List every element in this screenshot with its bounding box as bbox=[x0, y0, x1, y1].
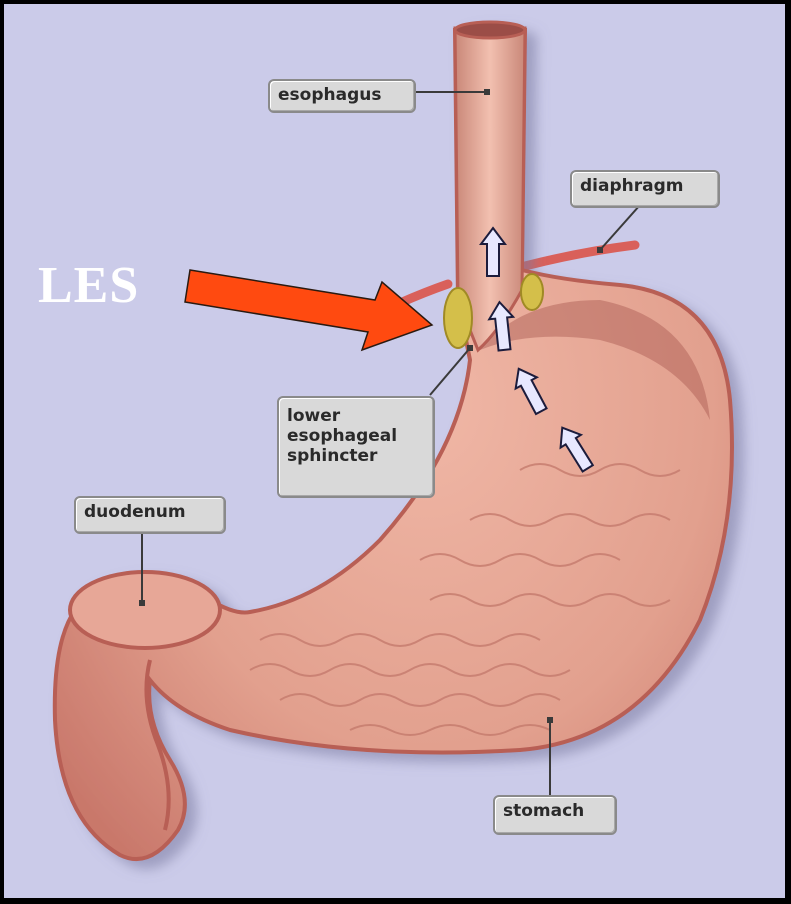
les-pointer-arrow bbox=[185, 270, 432, 350]
lower-esophageal-sphincter-callout: lower esophageal sphincter bbox=[277, 396, 435, 498]
stomach-callout: stomach bbox=[493, 795, 617, 835]
esophagus-callout: esophagus bbox=[268, 79, 416, 113]
duodenum-callout: duodenum bbox=[74, 496, 226, 534]
les-label: LES bbox=[38, 256, 139, 315]
diaphragm-callout: diaphragm bbox=[570, 170, 720, 208]
illustration-panel: LES esophagus diaphragm lower esophageal… bbox=[4, 4, 785, 898]
